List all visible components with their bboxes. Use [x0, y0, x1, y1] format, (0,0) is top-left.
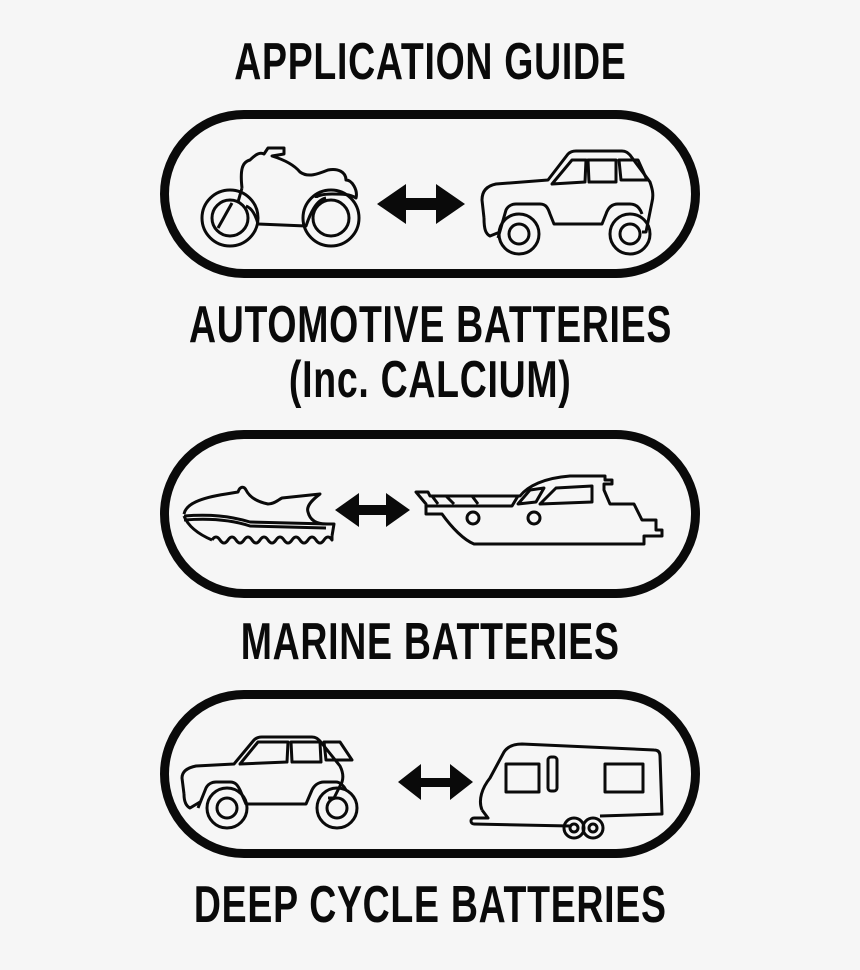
automotive-pill	[160, 110, 700, 278]
page-title-text: APPLICATION GUIDE	[233, 33, 627, 91]
caravan-icon	[469, 742, 664, 840]
jet-ski-icon	[182, 485, 336, 545]
automotive-caption-line2: (Inc. CALCIUM)	[288, 351, 572, 409]
deep-cycle-pill	[160, 690, 700, 858]
automotive-caption-line1: AUTOMOTIVE BATTERIES	[188, 296, 672, 354]
page-title: APPLICATION GUIDE	[0, 34, 860, 90]
automotive-subcaption: (Inc. CALCIUM)	[0, 352, 860, 408]
boat-icon	[414, 474, 664, 546]
suv-icon	[180, 735, 359, 830]
deep-cycle-caption: DEEP CYCLE BATTERIES	[0, 875, 860, 935]
automotive-caption: AUTOMOTIVE BATTERIES	[0, 297, 860, 353]
marine-caption-text: MARINE BATTERIES	[240, 613, 620, 671]
suv-icon	[480, 149, 655, 256]
double-arrow-icon	[335, 493, 410, 527]
marine-caption: MARINE BATTERIES	[0, 612, 860, 672]
marine-pill	[160, 430, 700, 598]
double-arrow-icon	[398, 764, 473, 800]
deep-cycle-caption-text: DEEP CYCLE BATTERIES	[193, 876, 667, 934]
double-arrow-icon	[377, 184, 465, 224]
motorcycle-icon	[200, 146, 361, 248]
